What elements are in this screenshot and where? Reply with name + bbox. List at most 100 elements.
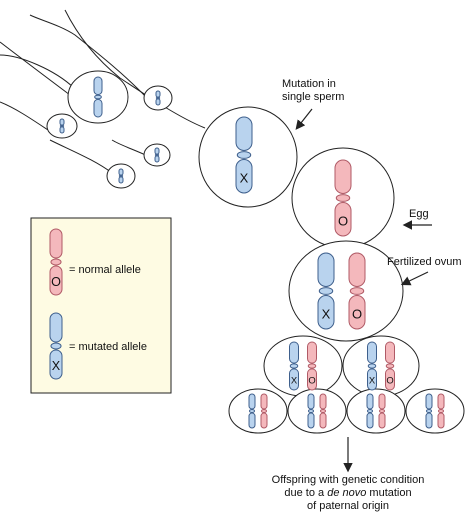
chromosome-arm xyxy=(367,368,377,391)
embryo-maternal-chromosome xyxy=(378,393,386,429)
sperm-chromosome xyxy=(93,76,103,118)
chromosome-arm xyxy=(155,90,161,98)
mutation-label-line2: single sperm xyxy=(282,91,344,103)
chromosome-arm xyxy=(307,341,317,364)
chromosome-arm xyxy=(307,368,317,391)
sperm-chromosome xyxy=(118,168,124,184)
chromosome-arm xyxy=(437,412,445,429)
chromosome-arm xyxy=(154,147,160,155)
chromosome-arm xyxy=(93,76,103,96)
legend-normal-label: = normal allele xyxy=(69,264,141,276)
chromosome-arm xyxy=(348,252,366,287)
chromosome-arm xyxy=(59,126,65,134)
embryo-maternal-chromosome: O xyxy=(307,341,317,391)
chromosome-arm xyxy=(378,412,386,429)
sperm-tail xyxy=(0,54,75,89)
embryo-maternal-chromosome: O xyxy=(385,341,395,391)
sperm-tail xyxy=(0,41,71,96)
arrows xyxy=(295,108,432,473)
chromosome-arm xyxy=(118,168,124,176)
centromere xyxy=(366,408,374,414)
embryo-paternal-chromosome xyxy=(248,393,256,429)
centromere xyxy=(50,258,62,266)
embryo-paternal-chromosome xyxy=(366,393,374,429)
chromosome-arm xyxy=(235,116,253,151)
offspring-label-line2: due to a de novo mutation xyxy=(284,487,411,499)
four-cell-stage-cell xyxy=(346,388,406,434)
allele-letter: O xyxy=(352,306,362,321)
centromere xyxy=(236,151,252,159)
chromosome-arm xyxy=(334,159,352,194)
chromosome-arm xyxy=(319,393,327,410)
chromosome-arm xyxy=(378,393,386,410)
ovum-paternal-chromosome: X xyxy=(317,252,335,330)
sperm-chromosome xyxy=(59,118,65,134)
allele-letter: O xyxy=(386,375,393,386)
chromosome-arm xyxy=(154,155,160,163)
cells xyxy=(46,70,465,434)
allele-letter: O xyxy=(338,213,348,228)
four-cell-stage-cell xyxy=(287,388,347,434)
chromosome-arm xyxy=(317,252,335,287)
chromosome-arm xyxy=(317,295,335,330)
sperm-tail xyxy=(0,101,49,131)
allele-letter: X xyxy=(291,375,298,386)
chromosome-arm xyxy=(93,98,103,118)
chromosome-arm xyxy=(260,412,268,429)
allele-letter: O xyxy=(308,375,315,386)
chromosome-arm xyxy=(155,98,161,106)
chromosome-arm xyxy=(289,368,299,391)
chromosome-arm xyxy=(307,393,315,410)
embryo-paternal-chromosome: X xyxy=(367,341,377,391)
ovum-maternal-chromosome: O xyxy=(348,252,366,330)
chromosome-arm xyxy=(49,349,63,380)
allele-letter: X xyxy=(369,375,376,386)
offspring-label-line3: of paternal origin xyxy=(307,500,389,512)
chromosome-arm xyxy=(49,228,63,259)
centromere xyxy=(50,342,62,350)
chromosome-arm xyxy=(366,393,374,410)
four-cell-stage-cell xyxy=(228,388,288,434)
chromosome-arm xyxy=(118,176,124,184)
centromere xyxy=(378,408,386,414)
sperm-tail xyxy=(49,139,113,174)
two-cell-stage-cell xyxy=(263,335,343,397)
allele-letter: X xyxy=(322,306,331,321)
embryo-maternal-chromosome xyxy=(260,393,268,429)
sperm-chromosome xyxy=(154,147,160,163)
mutation-arrow xyxy=(295,108,313,130)
chromosome-arm xyxy=(319,412,327,429)
chromosome-arm xyxy=(49,312,63,343)
chromosome-arm xyxy=(307,412,315,429)
chromosome-arm xyxy=(59,118,65,126)
centromere xyxy=(437,408,445,414)
allele-letter: O xyxy=(51,275,61,289)
centromere xyxy=(367,363,377,369)
sperm-chromosome xyxy=(155,90,161,106)
chromosome-arm xyxy=(248,393,256,410)
centromere xyxy=(260,408,268,414)
allele-letter: X xyxy=(240,170,249,185)
centromere xyxy=(318,287,334,295)
centromere xyxy=(307,363,317,369)
fertilized-ovum xyxy=(288,240,404,342)
fertilized-arrow xyxy=(400,271,429,286)
chromosome-arm xyxy=(348,295,366,330)
chromosome-arm xyxy=(334,202,352,237)
centromere xyxy=(289,363,299,369)
fertilized-ovum-label: Fertilized ovum xyxy=(387,256,462,268)
egg-label: Egg xyxy=(409,208,429,220)
chromosome-arm xyxy=(235,159,253,194)
sperm-tail xyxy=(29,14,148,99)
centromere xyxy=(307,408,315,414)
centromere xyxy=(349,287,365,295)
egg-chromosome: O xyxy=(334,159,352,237)
embryo-maternal-chromosome xyxy=(437,393,445,429)
offspring-label-line1: Offspring with genetic condition xyxy=(272,474,425,486)
chromosome-arm xyxy=(425,393,433,410)
embryo-maternal-chromosome xyxy=(319,393,327,429)
embryo-paternal-chromosome xyxy=(307,393,315,429)
